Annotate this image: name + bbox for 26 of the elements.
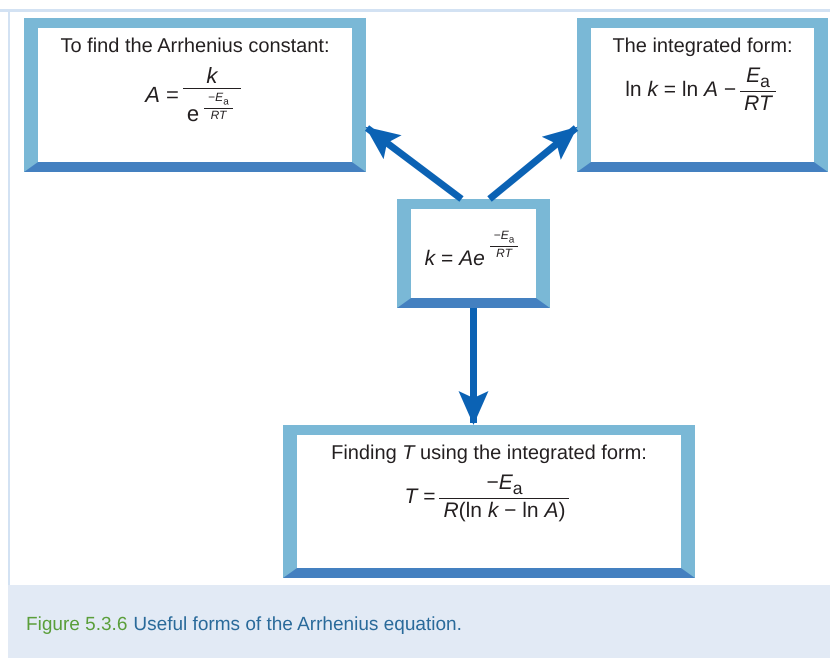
- formula-term: R(ln k − ln A): [443, 499, 566, 523]
- formula-box: [577, 18, 828, 172]
- arrow: [487, 125, 578, 202]
- formula-box: [24, 18, 366, 172]
- arrow: [458, 308, 488, 425]
- formula-term: E$_{a}$: [746, 64, 770, 92]
- formula-term: T =: [404, 485, 436, 508]
- figure-caption: Useful forms of the Arrhenius equation.: [133, 614, 462, 636]
- figure-number: Figure 5.3.6: [26, 614, 128, 636]
- formula-term: k = Ae: [424, 246, 485, 270]
- formula-term: RT: [496, 246, 512, 260]
- formula-box: [397, 199, 550, 308]
- formula-term: k: [206, 64, 218, 88]
- box-heading: Finding T using the integrated form:: [331, 441, 647, 465]
- formula-term: RT: [744, 92, 772, 116]
- box-heading: To find the Arrhenius constant:: [60, 34, 330, 58]
- formula-term: −E$_{a}$: [486, 471, 522, 498]
- formula-term: e: [186, 102, 200, 126]
- arrow: [364, 125, 464, 202]
- formula-term: ln k = ln A −: [625, 78, 736, 102]
- formula-term: −E$_{a}$: [208, 91, 229, 108]
- formula-term: RT: [210, 108, 226, 122]
- box-heading: The integrated form:: [612, 34, 793, 58]
- formula-box: [283, 425, 695, 578]
- formula-term: −E$_{a}$: [494, 229, 514, 246]
- formula-term: A =: [145, 82, 179, 107]
